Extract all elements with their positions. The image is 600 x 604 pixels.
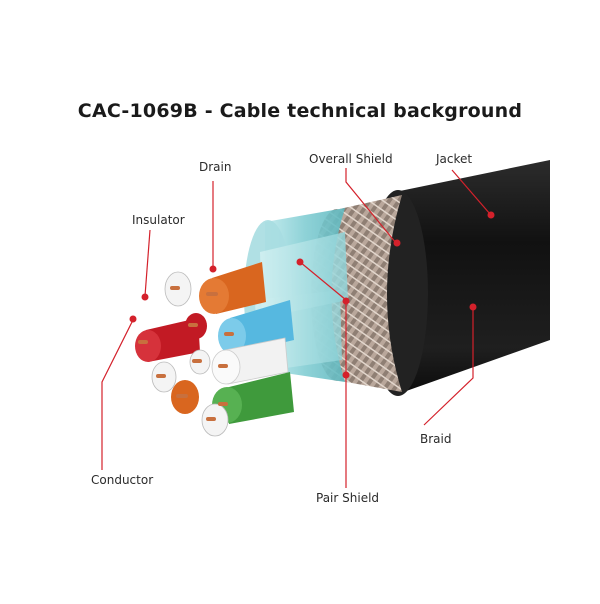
callout-dot-overall-shield	[393, 239, 401, 247]
callout-dot-insulator	[141, 293, 149, 301]
label-braid: Braid	[420, 432, 452, 446]
callout-pair-shield	[299, 261, 347, 488]
callout-dot-drain	[209, 265, 217, 273]
label-drain: Drain	[199, 160, 232, 174]
callout-dot-pair-shield-c	[342, 371, 350, 379]
callout-insulator	[144, 229, 151, 297]
callout-dot-pair-shield-a	[296, 258, 304, 266]
callout-overall-shield	[345, 168, 397, 244]
callout-lines	[101, 168, 491, 488]
callout-braid	[423, 308, 474, 426]
callout-jacket	[451, 169, 491, 215]
callout-dot-braid	[469, 303, 477, 311]
label-conductor: Conductor	[91, 473, 154, 487]
label-jacket: Jacket	[436, 152, 473, 166]
diagram-title: CAC-1069B - Cable technical background	[77, 100, 523, 122]
label-insulator: Insulator	[132, 213, 185, 227]
callout-dot-conductor	[129, 315, 137, 323]
label-pair-shield: Pair Shield	[316, 491, 380, 505]
copper-tips	[138, 286, 234, 421]
label-overall-shield: Overall Shield	[309, 152, 393, 166]
callout-dot-jacket	[487, 211, 495, 219]
callout-dot-pair-shield-b	[342, 297, 350, 305]
callout-dots	[129, 211, 495, 379]
callout-conductor	[101, 319, 134, 470]
